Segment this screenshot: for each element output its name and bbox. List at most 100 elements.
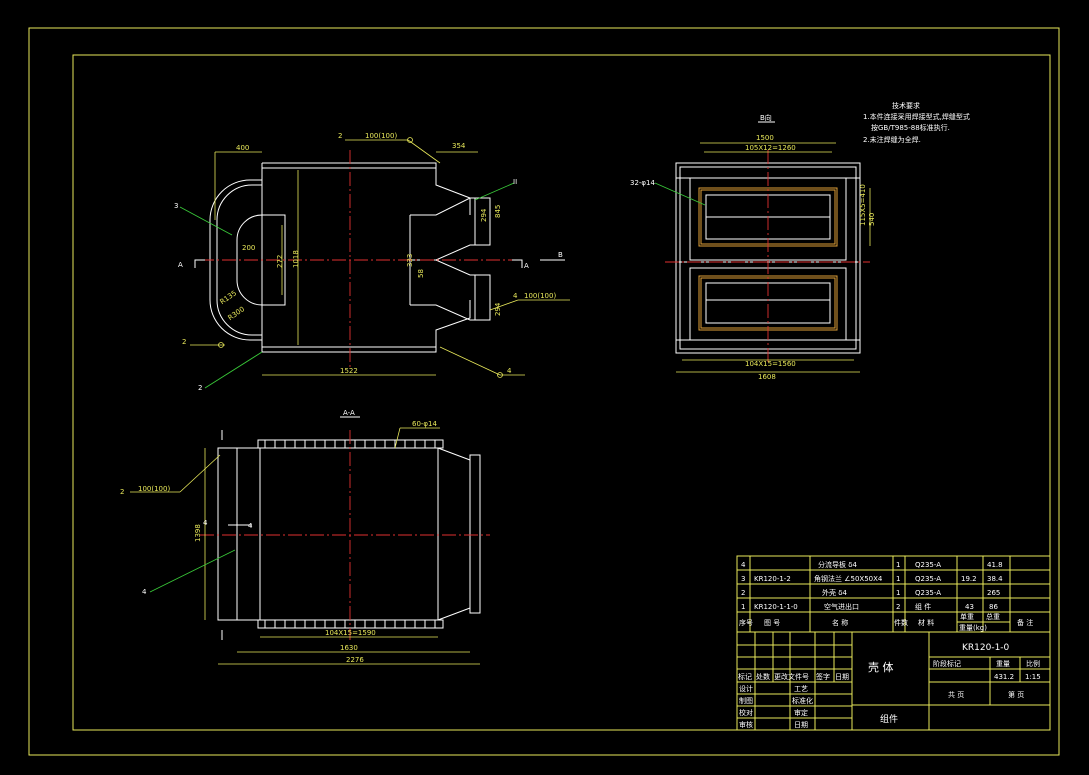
tech-notes-line-2: 按GB/T985-88标准执行. bbox=[871, 123, 950, 132]
dim-294-upper: 294 bbox=[480, 208, 488, 222]
bom-row1-total: 86 bbox=[989, 603, 998, 611]
part-name: 壳 体 bbox=[868, 660, 894, 674]
rev-date-label: 日期 bbox=[835, 673, 849, 681]
dim-354: 354 bbox=[452, 142, 466, 150]
bom-header-qty: 件数 bbox=[894, 618, 908, 627]
weld-top-number: 2 bbox=[338, 132, 342, 140]
bom-row2-total: 265 bbox=[987, 589, 1000, 597]
scale-value: 1:15 bbox=[1025, 673, 1041, 681]
bom-row2-material: Q235-A bbox=[915, 589, 941, 597]
b-view-title: B向 bbox=[760, 113, 772, 122]
bom-header-unit-weight: 单重 bbox=[960, 612, 974, 621]
title-block: 标记 处数 更改文件号 签字 日期 设计 制图 校对 审核 工艺 标准化 审定 … bbox=[736, 631, 1051, 731]
aa-symbol-4b: 4 bbox=[248, 522, 253, 530]
bom-row4-no: 4 bbox=[741, 561, 746, 569]
dim-r135: R135 bbox=[219, 289, 239, 306]
aa-weld-number: 2 bbox=[120, 488, 124, 496]
approve-label: 审定 bbox=[794, 708, 808, 717]
dim-58: 58 bbox=[417, 269, 425, 278]
weld-bottom-right-number: 4 bbox=[507, 367, 512, 375]
assembly-label: 组件 bbox=[880, 713, 898, 725]
dim-400: 400 bbox=[236, 144, 249, 152]
date-label: 日期 bbox=[794, 721, 808, 729]
rev-marks-label: 标记 bbox=[738, 672, 752, 681]
weld-top-label: 100(100) bbox=[365, 132, 397, 140]
dim-294-lower: 294 bbox=[494, 302, 502, 316]
tech-notes-line-1: 1.本件连接采用焊接型式,焊缝型式 bbox=[863, 112, 970, 121]
part-callout-3: 3 bbox=[174, 202, 178, 210]
aa-dim-2276: 2276 bbox=[346, 656, 364, 664]
aa-dim-1398: 1398 bbox=[194, 524, 202, 542]
part-callout-2: 2 bbox=[198, 384, 202, 392]
dim-1522: 1522 bbox=[340, 367, 358, 375]
bom-row1-code: KR120-1-1-0 bbox=[754, 603, 798, 611]
bom-row1-no: 1 bbox=[741, 603, 745, 611]
scale-label: 比例 bbox=[1026, 659, 1040, 668]
section-flange-ticks bbox=[264, 440, 436, 628]
bom-row1-unit: 43 bbox=[965, 603, 974, 611]
b-dim-1608: 1608 bbox=[758, 373, 776, 381]
design-label: 设计 bbox=[739, 684, 753, 693]
dim-200: 200 bbox=[242, 244, 255, 252]
bom-header-name: 名 称 bbox=[832, 618, 848, 627]
bom-row3-code: KR120-1-2 bbox=[754, 575, 791, 583]
b-dim-side-1: 115X5=410 bbox=[859, 184, 867, 226]
bom-header-no: 序号 bbox=[739, 618, 753, 627]
aa-dim-1590: 104X15=1590 bbox=[325, 629, 376, 637]
process-label: 工艺 bbox=[794, 685, 808, 693]
bom-row3-qty: 1 bbox=[896, 575, 900, 583]
dim-333: 333 bbox=[406, 254, 414, 267]
bom-row2-no: 2 bbox=[741, 589, 745, 597]
tech-notes-line-3: 2.未注焊缝为全焊. bbox=[863, 135, 921, 144]
b-dim-105x12: 105X12=1260 bbox=[745, 144, 796, 152]
bom-table: 4 分流导板 δ4 1 Q235-A 41.8 3 KR120-1-2 角钢法兰… bbox=[736, 555, 1051, 633]
rev-qty-label: 处数 bbox=[756, 672, 770, 681]
bom-row1-qty: 2 bbox=[896, 603, 900, 611]
bom-row3-no: 3 bbox=[741, 575, 745, 583]
aa-weld-label: 100(100) bbox=[138, 485, 170, 493]
bom-header-material: 材 料 bbox=[918, 618, 934, 627]
draw-label: 制图 bbox=[739, 696, 753, 705]
dim-1018: 1018 bbox=[292, 250, 300, 268]
bom-header-code: 图 号 bbox=[764, 619, 780, 627]
check-label: 校对 bbox=[739, 708, 753, 717]
bom-row3-total: 38.4 bbox=[987, 575, 1003, 583]
b-dim-side-2: 540 bbox=[868, 213, 876, 226]
tech-notes-heading: 技术要求 bbox=[892, 101, 920, 110]
sheet-number: 第 页 bbox=[1008, 690, 1024, 699]
dim-r300: R300 bbox=[227, 305, 247, 322]
b-dim-1500: 1500 bbox=[756, 134, 774, 142]
weight-label: 重量 bbox=[996, 660, 1010, 668]
drawing-number: KR120-1-0 bbox=[962, 643, 1010, 653]
b-holes-callout: 32-φ14 bbox=[630, 179, 656, 187]
b-dim-104x15: 104X15=1560 bbox=[745, 360, 796, 368]
bom-row3-name: 角钢法兰 ∠50X50X4 bbox=[814, 574, 883, 583]
inner-frame bbox=[72, 54, 1051, 731]
rev-file-label: 更改文件号 bbox=[774, 672, 809, 681]
bom-header-note: 备 注 bbox=[1017, 618, 1033, 627]
front-view: A A B 400 354 1522 200 272 1018 333 58 2… bbox=[174, 132, 570, 392]
weld-right-label: 100(100) bbox=[524, 292, 556, 300]
bom-row3-unit: 19.2 bbox=[961, 575, 977, 583]
section-a-left-label: A bbox=[178, 261, 183, 269]
weld-left-number: 2 bbox=[182, 338, 186, 346]
bom-row4-material: Q235-A bbox=[915, 561, 941, 569]
rev-sign-label: 签字 bbox=[816, 672, 830, 681]
bom-row2-name: 外壳 δ4 bbox=[822, 588, 848, 597]
view-b-arrow-label: B bbox=[558, 251, 563, 259]
section-aa-view: A-A 104X15=1590 1630 2276 1398 4 4 100(1… bbox=[120, 409, 490, 665]
dim-845: 845 bbox=[494, 205, 502, 218]
bom-row1-material: 组 件 bbox=[915, 602, 931, 611]
aa-dim-1630: 1630 bbox=[340, 644, 358, 652]
bom-row2-qty: 1 bbox=[896, 589, 900, 597]
dim-272: 272 bbox=[276, 255, 284, 268]
detail-ii-label: II bbox=[513, 178, 517, 186]
b-view: B向 1500 105X12=1260 1608 104X15=1560 115… bbox=[630, 113, 876, 381]
weight-value: 431.2 bbox=[994, 673, 1014, 681]
outer-frame bbox=[28, 27, 1060, 756]
weld-right-number: 4 bbox=[513, 292, 518, 300]
bom-row4-total: 41.8 bbox=[987, 561, 1003, 569]
aa-symbol-4a: 4 bbox=[203, 519, 208, 527]
technical-notes: 技术要求 1.本件连接采用焊接型式,焊缝型式 按GB/T985-88标准执行. … bbox=[863, 101, 970, 144]
